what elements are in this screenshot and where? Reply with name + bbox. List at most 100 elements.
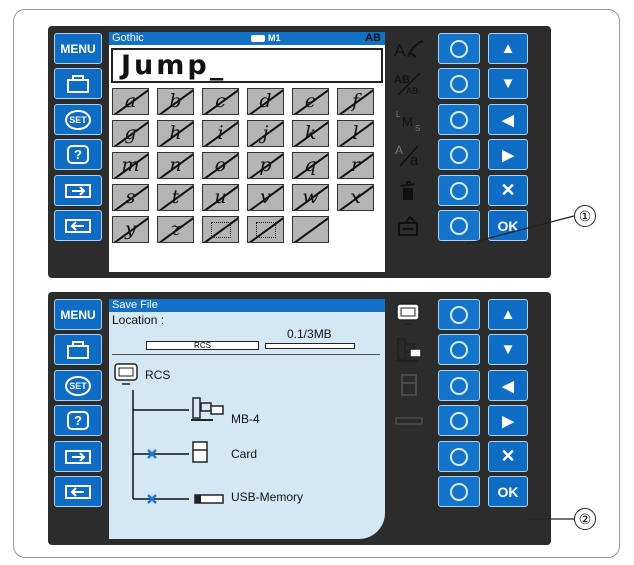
- key-h[interactable]: h: [157, 120, 194, 147]
- space-icon: [256, 222, 276, 238]
- close-icon: ✕: [500, 180, 516, 200]
- key-m[interactable]: m: [112, 152, 149, 179]
- key-t[interactable]: t: [157, 184, 194, 211]
- tree-item-label[interactable]: Card: [231, 447, 258, 461]
- ok-button[interactable]: OK: [488, 476, 528, 507]
- left-button[interactable]: ◀: [488, 370, 528, 401]
- key-symbol-26[interactable]: [202, 216, 239, 243]
- ok-button-label: OK: [497, 483, 519, 500]
- key-w[interactable]: w: [292, 184, 329, 211]
- select-button-5[interactable]: [438, 441, 480, 472]
- help-button[interactable]: ?: [54, 139, 102, 170]
- set-button[interactable]: SET: [54, 370, 102, 401]
- tree-item-label[interactable]: USB-Memory: [231, 490, 304, 504]
- key-y[interactable]: y: [112, 216, 149, 243]
- select-button-6[interactable]: [438, 476, 480, 507]
- menu-button[interactable]: MENU: [54, 33, 102, 64]
- close-icon: ✕: [500, 446, 516, 466]
- key-r[interactable]: r: [337, 152, 374, 179]
- select-button-4[interactable]: [438, 139, 480, 170]
- text-input-field[interactable]: Jump_: [111, 48, 383, 83]
- card-out-button[interactable]: [54, 441, 102, 472]
- select-button-3[interactable]: [438, 370, 480, 401]
- circle-icon: [450, 216, 468, 235]
- circle-icon: [450, 110, 468, 129]
- svg-text:AB: AB: [406, 86, 418, 96]
- right-button[interactable]: ▶: [488, 405, 528, 436]
- key-i[interactable]: i: [202, 120, 239, 147]
- key-symbol-27[interactable]: [247, 216, 284, 243]
- device-usb-button[interactable]: [389, 405, 429, 436]
- card-in-button[interactable]: [54, 476, 102, 507]
- key-p[interactable]: p: [247, 152, 284, 179]
- tree-item-label[interactable]: MB-4: [231, 412, 260, 426]
- key-d[interactable]: d: [247, 88, 284, 115]
- monitor-icon: [114, 363, 138, 385]
- folder-icon: [67, 74, 89, 93]
- down-button[interactable]: ▼: [488, 334, 528, 365]
- key-u[interactable]: u: [202, 184, 239, 211]
- select-button-2[interactable]: [438, 68, 480, 99]
- folder-button[interactable]: [54, 68, 102, 99]
- device-machine-button[interactable]: [389, 334, 429, 365]
- select-button-2[interactable]: [438, 334, 480, 365]
- device-monitor-button[interactable]: [389, 299, 429, 330]
- key-n[interactable]: n: [157, 152, 194, 179]
- circle-icon: [450, 145, 468, 164]
- cancel-button[interactable]: ✕: [488, 441, 528, 472]
- capacity-label: 0.1/3MB: [287, 327, 332, 341]
- folder-icon: [67, 340, 89, 359]
- select-button-3[interactable]: [438, 104, 480, 135]
- left-button[interactable]: ◀: [488, 104, 528, 135]
- key-g[interactable]: g: [112, 120, 149, 147]
- save-button[interactable]: [389, 210, 429, 241]
- monitor-icon: [396, 302, 420, 325]
- key-l[interactable]: l: [337, 120, 374, 147]
- key-x[interactable]: x: [337, 184, 374, 211]
- card-in-button[interactable]: [54, 210, 102, 241]
- up-button[interactable]: ▲: [488, 299, 528, 330]
- key-c[interactable]: c: [202, 88, 239, 115]
- machine-icon: [396, 337, 422, 362]
- down-button[interactable]: ▼: [488, 68, 528, 99]
- folder-button[interactable]: [54, 334, 102, 365]
- font-style-button[interactable]: A: [389, 33, 429, 64]
- key-e[interactable]: e: [292, 88, 329, 115]
- select-button-1[interactable]: [438, 33, 480, 64]
- up-button[interactable]: ▲: [488, 33, 528, 64]
- arrow-right-icon: ▶: [502, 412, 514, 430]
- cancel-button[interactable]: ✕: [488, 175, 528, 206]
- ok-button[interactable]: OK: [488, 210, 528, 241]
- circle-icon: [450, 411, 468, 430]
- svg-text:A: A: [395, 143, 403, 157]
- card-out-button[interactable]: [54, 175, 102, 206]
- key-v[interactable]: v: [247, 184, 284, 211]
- svg-text:AB: AB: [394, 74, 410, 86]
- key-q[interactable]: q: [292, 152, 329, 179]
- select-button-5[interactable]: [438, 175, 480, 206]
- svg-text:A: A: [394, 41, 406, 60]
- key-a[interactable]: a: [112, 88, 149, 115]
- select-button-6[interactable]: [438, 210, 480, 241]
- key-f[interactable]: f: [337, 88, 374, 115]
- menu-button[interactable]: MENU: [54, 299, 102, 330]
- right-button[interactable]: ▶: [488, 139, 528, 170]
- key-symbol-28[interactable]: [292, 216, 329, 243]
- key-o[interactable]: o: [202, 152, 239, 179]
- select-button-1[interactable]: [438, 299, 480, 330]
- key-s[interactable]: s: [112, 184, 149, 211]
- key-b[interactable]: b: [157, 88, 194, 115]
- key-z[interactable]: z: [157, 216, 194, 243]
- set-button[interactable]: SET: [54, 104, 102, 135]
- select-button-4[interactable]: [438, 405, 480, 436]
- key-k[interactable]: k: [292, 120, 329, 147]
- device-card-button[interactable]: [389, 370, 429, 401]
- help-button[interactable]: ?: [54, 405, 102, 436]
- circle-icon: [450, 482, 468, 501]
- key-j[interactable]: j: [247, 120, 284, 147]
- delete-button[interactable]: [389, 175, 429, 206]
